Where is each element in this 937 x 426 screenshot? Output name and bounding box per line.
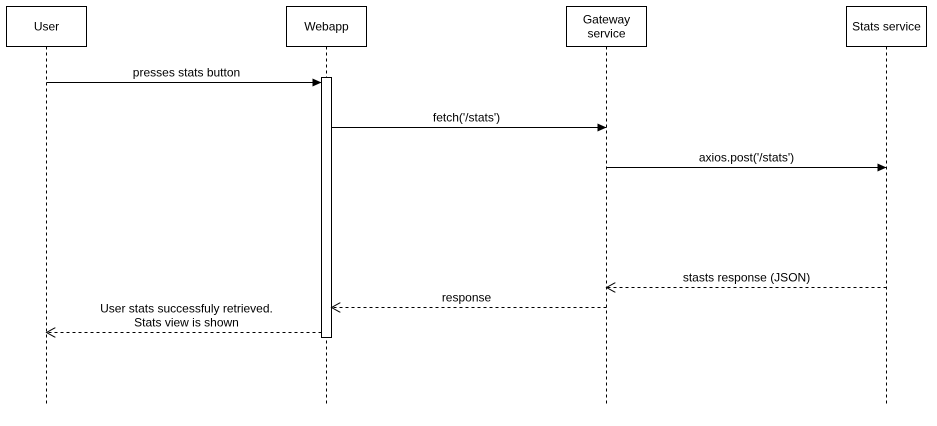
participant-label-webapp: Webapp [304,20,349,34]
message-label-presses-stats-button: presses stats button [133,66,240,80]
message-axios-post-stats: axios.post('/stats') [606,151,887,172]
messages: presses stats button fetch('/stats') axios… [47,66,887,333]
participant-label-stats: Stats service [852,20,921,34]
participant-label-gateway: service [587,27,625,41]
message-response: response [332,291,607,308]
participant-label-gateway: Gateway [583,13,630,27]
participant-stats: Stats service [846,6,927,405]
activation-bar-webapp [321,77,332,338]
participant-user: User [6,6,87,405]
message-label-axios-post-stats: axios.post('/stats') [699,151,794,165]
message-stats-response-json: stasts response (JSON) [607,271,887,288]
message-fetch-stats: fetch('/stats') [331,111,607,132]
message-label-user-stats-retrieved: User stats successfuly retrieved. [100,302,273,316]
participant-box-stats [846,6,927,47]
message-label-user-stats-retrieved: Stats view is shown [134,316,239,330]
message-label-stats-response-json: stasts response (JSON) [683,271,810,285]
participant-webapp: Webapp [286,6,367,405]
message-user-stats-retrieved: User stats successfuly retrieved.Stats v… [47,302,322,333]
activations [321,77,332,338]
message-label-response: response [442,291,492,305]
participant-box-user [6,6,87,47]
message-presses-stats-button: presses stats button [46,66,322,87]
participant-label-user: User [34,20,59,34]
participant-box-gateway [566,6,647,47]
participant-box-webapp [286,6,367,47]
message-label-fetch-stats: fetch('/stats') [433,111,500,125]
